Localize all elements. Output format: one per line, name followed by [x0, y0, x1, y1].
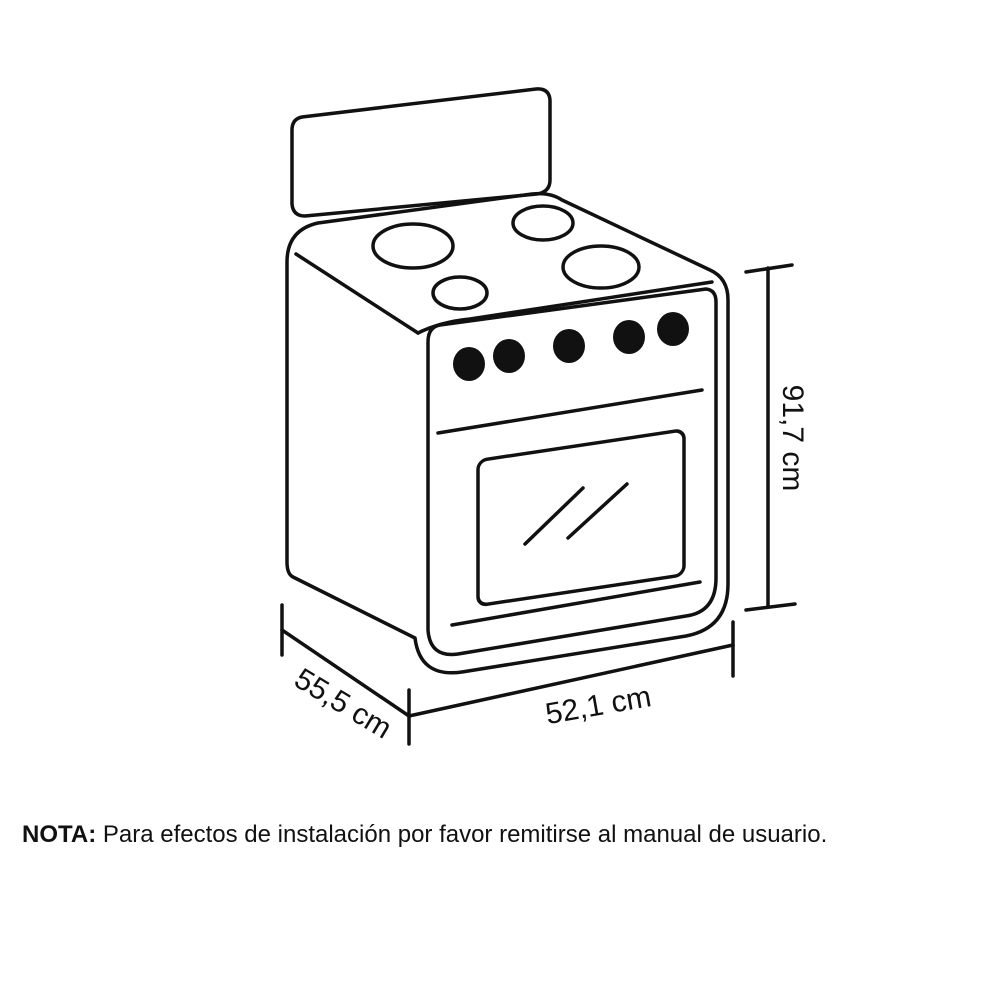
burner-large-left: [371, 222, 455, 270]
width-dimension-line: [407, 643, 735, 718]
stove-body-outline: [285, 191, 730, 675]
glass-reflection-line-1: [523, 486, 585, 546]
glass-reflection-line-2: [566, 482, 629, 540]
burner-small-front: [431, 275, 489, 311]
knob-4: [613, 320, 645, 354]
top-plate-edge: [294, 252, 420, 335]
burner-small-back: [511, 204, 575, 242]
height-label: 91,7 cm: [776, 385, 809, 492]
stove-dimension-diagram: 55,5 cm 52,1 cm 91,7 cm: [280, 87, 809, 746]
knob-5: [657, 312, 689, 346]
oven-door-window: [476, 429, 686, 607]
depth-label: 55,5 cm: [289, 662, 397, 745]
height-dimension-tick-top: [744, 263, 794, 274]
depth-dimension-line: [280, 628, 411, 718]
width-label: 52,1 cm: [543, 680, 654, 731]
burner-large-right: [561, 244, 641, 290]
knob-2: [493, 339, 525, 373]
oven-lower-rail: [450, 580, 702, 627]
control-panel-divider: [436, 388, 704, 435]
height-dimension-tick-bottom: [744, 602, 797, 612]
knob-3: [553, 329, 585, 363]
front-panel-outline: [426, 287, 718, 657]
installation-note: NOTA: Para efectos de instalación por fa…: [22, 815, 992, 855]
knob-1: [453, 347, 485, 381]
note-text: Para efectos de instalación por favor re…: [96, 821, 828, 848]
note-label: NOTA:: [22, 821, 97, 848]
